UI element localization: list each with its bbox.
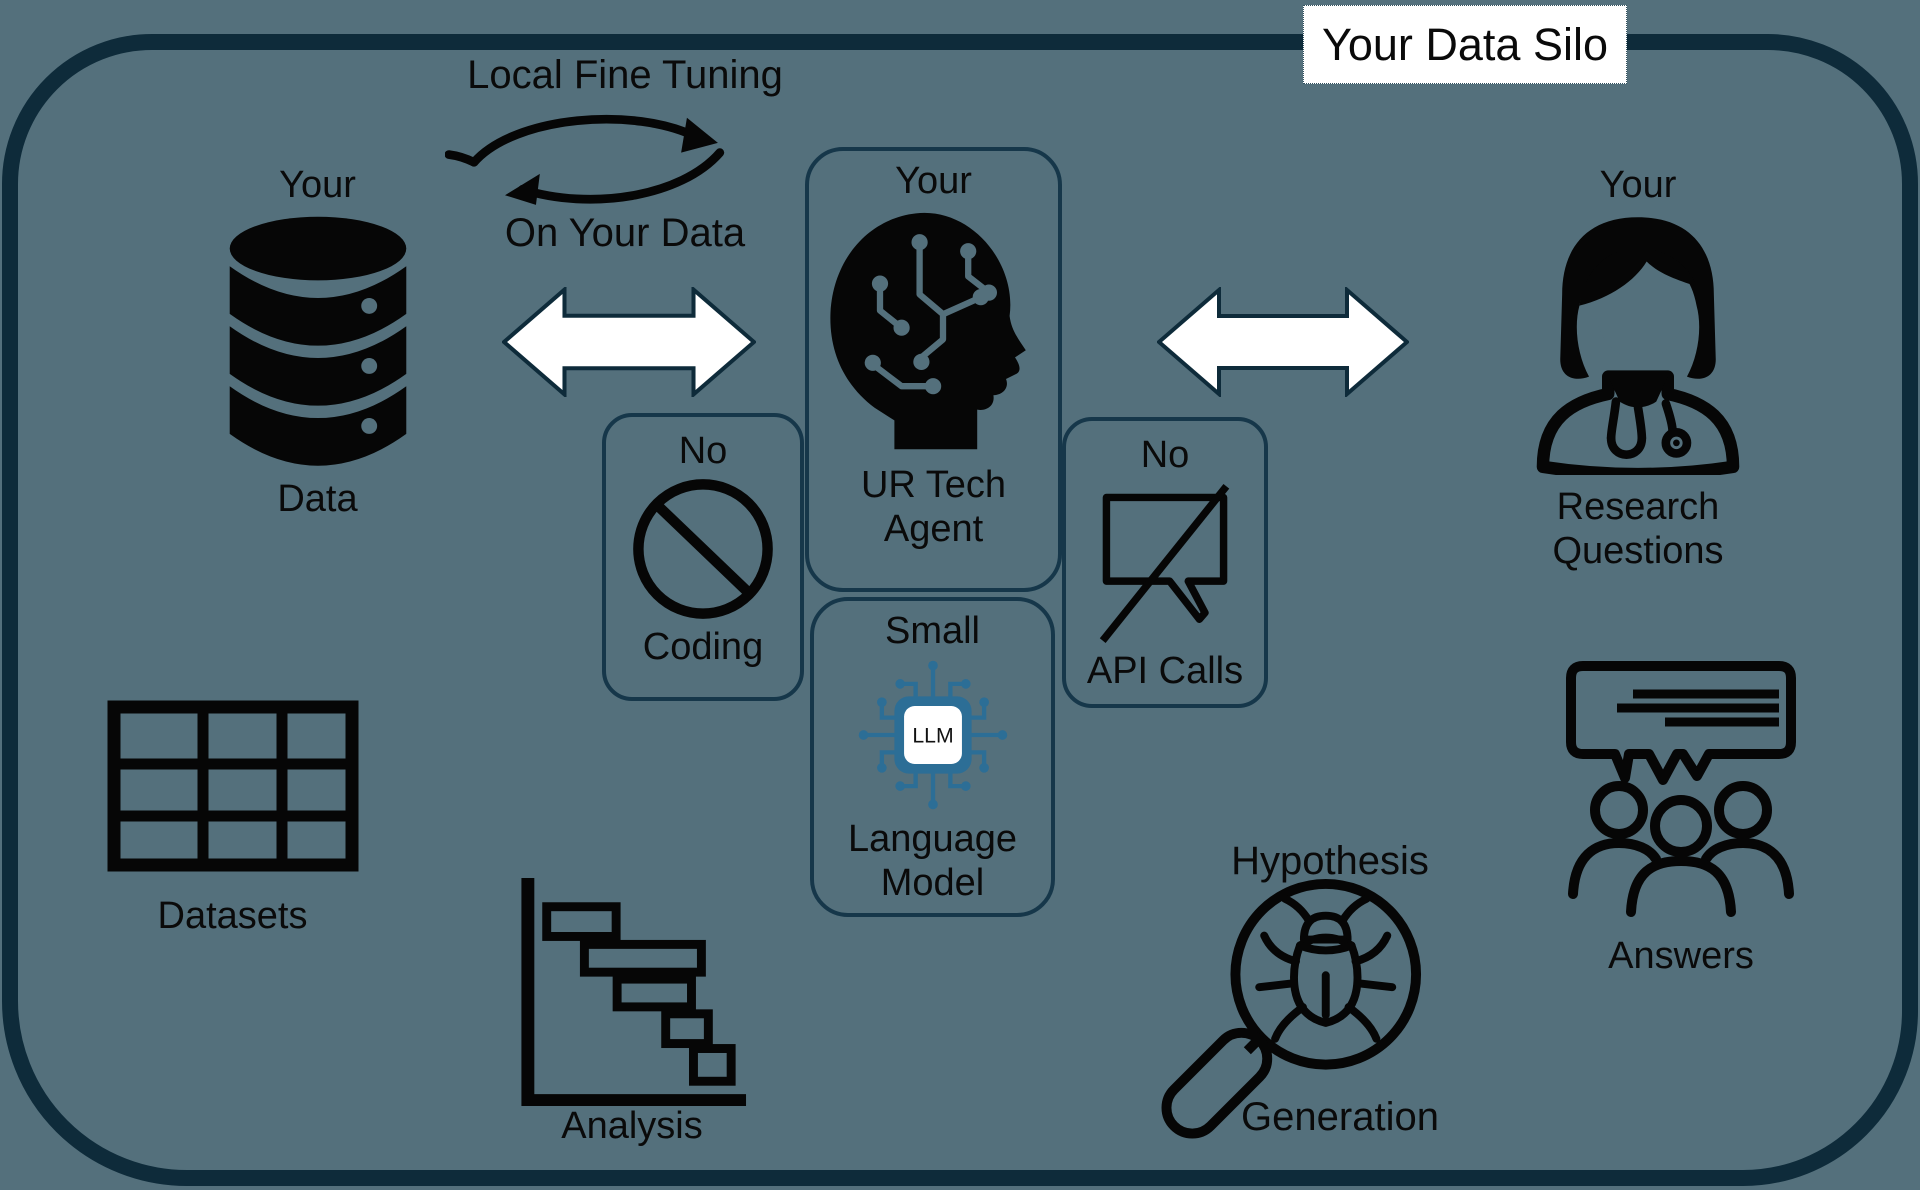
your-data-node: Your Data xyxy=(210,163,425,521)
agent-label-bottom: Agent xyxy=(883,508,984,551)
diagram-title-badge: Your Data Silo xyxy=(1303,5,1627,84)
researcher-label-bottom: Questions xyxy=(1552,530,1724,573)
magnifier-bug-icon xyxy=(1161,878,1422,1139)
small-language-model-box: Small LLM Language Model xyxy=(810,597,1055,917)
no-api-label-top: No xyxy=(1140,434,1190,476)
no-api-label-bottom: API Calls xyxy=(1086,650,1244,693)
researcher-label-mid: Research xyxy=(1556,486,1720,529)
llm-chip-label: LLM xyxy=(912,725,953,748)
llm-chip-icon: LLM xyxy=(858,660,1007,810)
agent-box: Your UR Tech Agent xyxy=(805,147,1062,592)
datasets-label: Datasets xyxy=(157,895,308,937)
no-coding-label-top: No xyxy=(678,430,728,472)
slm-label-bottom: Model xyxy=(880,862,985,905)
researcher-label-top: Your xyxy=(1599,164,1677,206)
database-icon xyxy=(229,216,406,466)
analysis-gantt-icon xyxy=(521,877,747,1107)
answers-node: Answers xyxy=(1556,660,1806,978)
fine-tuning-label-bottom: On Your Data xyxy=(504,211,746,255)
left-double-arrow-icon xyxy=(502,287,756,397)
slm-label-mid: Language xyxy=(847,818,1018,861)
datasets-node: Datasets xyxy=(100,700,365,938)
no-coding-box: No Coding xyxy=(602,413,804,701)
diagram-title: Your Data Silo xyxy=(1321,18,1609,70)
agent-label-top: Your xyxy=(895,160,972,202)
cycle-arrows-icon xyxy=(445,114,725,205)
no-chat-bubble-icon xyxy=(1099,484,1230,644)
agent-label-mid: UR Tech xyxy=(860,464,1007,507)
researcher-icon xyxy=(1536,217,1740,476)
answers-label: Answers xyxy=(1608,935,1754,977)
datasets-grid-icon xyxy=(107,700,358,872)
slm-label-top: Small xyxy=(884,610,981,652)
research-questions-node: Your Research Questions xyxy=(1502,163,1774,573)
hypothesis-label: Hypothesis xyxy=(1231,839,1429,883)
generation-label: Generation xyxy=(1241,1095,1439,1139)
right-double-arrow-icon xyxy=(1157,287,1409,397)
no-coding-label-bottom: Coding xyxy=(642,626,764,669)
your-data-label-bottom: Data xyxy=(277,478,358,521)
analysis-label: Analysis xyxy=(561,1105,703,1147)
prohibition-icon xyxy=(633,479,773,619)
no-api-calls-box: No API Calls xyxy=(1062,417,1268,708)
answers-people-bubble-icon xyxy=(1566,661,1796,917)
fine-tuning-label-top: Local Fine Tuning xyxy=(467,53,783,97)
your-data-label-top: Your xyxy=(279,164,356,206)
ai-head-icon xyxy=(829,212,1026,450)
